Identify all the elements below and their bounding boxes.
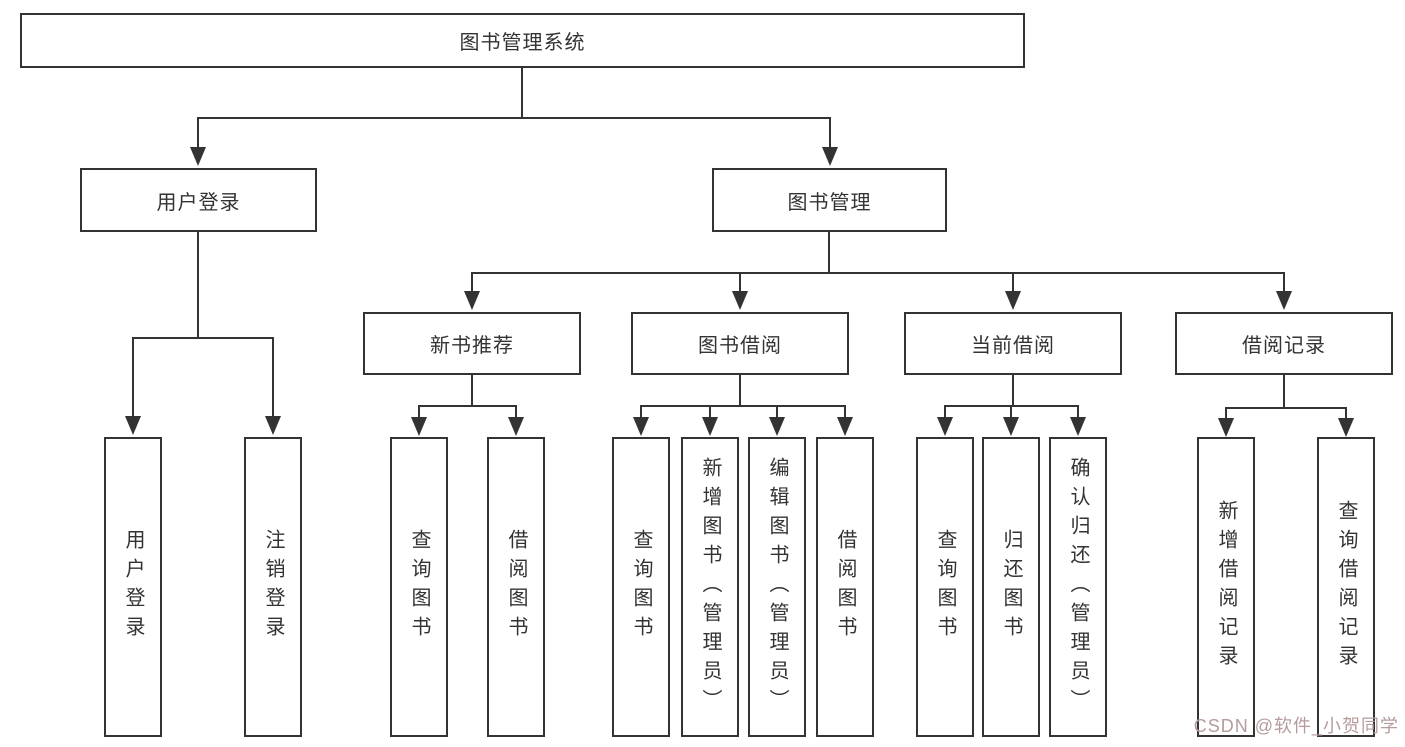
connector-line [640, 405, 846, 407]
leaf-borrow-books-2: 借阅图书 [816, 437, 874, 737]
connector-line [739, 273, 741, 298]
arrowhead-down-icon [411, 417, 427, 436]
leaf-logout-label: 注销登录 [262, 529, 284, 645]
connector-line [272, 338, 274, 423]
connector-line [1012, 375, 1014, 407]
arrowhead-down-icon [265, 416, 281, 435]
leaf-borrow-books-2-label: 借阅图书 [834, 529, 856, 645]
arrowhead-down-icon [732, 291, 748, 310]
leaf-add-books-admin-label: 新增图书（管理员） [699, 456, 721, 718]
arrowhead-down-icon [1005, 291, 1021, 310]
node-new-book-recommend-label: 新书推荐 [430, 335, 514, 357]
arrowhead-down-icon [702, 417, 718, 436]
connector-line [418, 406, 420, 424]
connector-line [418, 405, 517, 407]
leaf-query-books-2: 查询图书 [612, 437, 670, 737]
node-book-management-label: 图书管理 [787, 191, 872, 214]
connector-line [132, 338, 134, 423]
arrowhead-down-icon [822, 147, 838, 166]
leaf-query-books-3-label: 查询图书 [934, 529, 956, 645]
connector-line [515, 406, 517, 424]
connector-line [829, 118, 831, 154]
leaf-query-borrow-record: 查询借阅记录 [1317, 437, 1375, 737]
arrowhead-down-icon [1070, 417, 1086, 436]
arrowhead-down-icon [837, 417, 853, 436]
arrowhead-down-icon [937, 417, 953, 436]
node-book-management: 图书管理 [712, 168, 947, 232]
leaf-add-books-admin: 新增图书（管理员） [681, 437, 739, 737]
arrowhead-down-icon [1218, 418, 1234, 437]
leaf-add-borrow-record-label: 新增借阅记录 [1215, 500, 1237, 674]
leaf-return-books-label: 归还图书 [1000, 529, 1022, 645]
leaf-edit-books-admin: 编辑图书（管理员） [748, 437, 806, 737]
arrowhead-down-icon [464, 291, 480, 310]
arrowhead-down-icon [769, 417, 785, 436]
leaf-confirm-return-admin: 确认归还（管理员） [1049, 437, 1107, 737]
leaf-edit-books-admin-label: 编辑图书（管理员） [766, 456, 788, 718]
connector-line [471, 272, 1285, 274]
arrowhead-down-icon [1003, 417, 1019, 436]
node-borrow-records: 借阅记录 [1175, 312, 1393, 375]
connector-line [1283, 375, 1285, 409]
node-borrow-records-label: 借阅记录 [1242, 335, 1326, 357]
arrowhead-down-icon [1338, 418, 1354, 437]
arrowhead-down-icon [125, 416, 141, 435]
connector-line [471, 273, 473, 298]
arrowhead-down-icon [508, 417, 524, 436]
connector-line [1077, 406, 1079, 424]
leaf-borrow-books-1-label: 借阅图书 [505, 529, 527, 645]
connector-line [1010, 406, 1012, 424]
node-book-borrow-label: 图书借阅 [698, 335, 782, 357]
connector-line [844, 406, 846, 424]
connector-line [1345, 408, 1347, 424]
leaf-query-books-1: 查询图书 [390, 437, 448, 737]
node-book-borrow: 图书借阅 [631, 312, 849, 375]
connector-line [1225, 407, 1347, 409]
connector-line [776, 406, 778, 424]
csdn-watermark: CSDN @软件_小贺同学 [1193, 716, 1399, 736]
leaf-add-borrow-record: 新增借阅记录 [1197, 437, 1255, 737]
connector-line [1225, 408, 1227, 424]
node-root-label: 图书管理系统 [459, 32, 586, 54]
connector-line [828, 232, 830, 274]
arrowhead-down-icon [633, 417, 649, 436]
leaf-query-borrow-record-label: 查询借阅记录 [1335, 500, 1357, 674]
leaf-user-login: 用户登录 [104, 437, 162, 737]
connector-line [709, 406, 711, 424]
leaf-logout: 注销登录 [244, 437, 302, 737]
arrowhead-down-icon [190, 147, 206, 166]
connector-line [1283, 273, 1285, 298]
node-root: 图书管理系统 [20, 13, 1025, 68]
connector-line [521, 68, 523, 118]
connector-line [132, 337, 274, 339]
connector-line [1012, 273, 1014, 298]
connector-line [197, 117, 831, 119]
arrowhead-down-icon [1276, 291, 1292, 310]
connector-line [640, 406, 642, 424]
node-new-book-recommend: 新书推荐 [363, 312, 581, 375]
node-current-borrow-label: 当前借阅 [971, 335, 1055, 357]
connector-line [471, 375, 473, 407]
leaf-return-books: 归还图书 [982, 437, 1040, 737]
connector-line [944, 406, 946, 424]
leaf-confirm-return-admin-label: 确认归还（管理员） [1067, 456, 1089, 718]
node-user-login: 用户登录 [80, 168, 317, 232]
connector-line [197, 118, 199, 154]
node-current-borrow: 当前借阅 [904, 312, 1122, 375]
node-user-login-label: 用户登录 [156, 191, 241, 214]
leaf-user-login-label: 用户登录 [122, 529, 144, 645]
connector-line [197, 232, 199, 339]
connector-line [739, 375, 741, 407]
leaf-query-books-3: 查询图书 [916, 437, 974, 737]
leaf-query-books-2-label: 查询图书 [630, 529, 652, 645]
leaf-borrow-books-1: 借阅图书 [487, 437, 545, 737]
leaf-query-books-1-label: 查询图书 [408, 529, 430, 645]
